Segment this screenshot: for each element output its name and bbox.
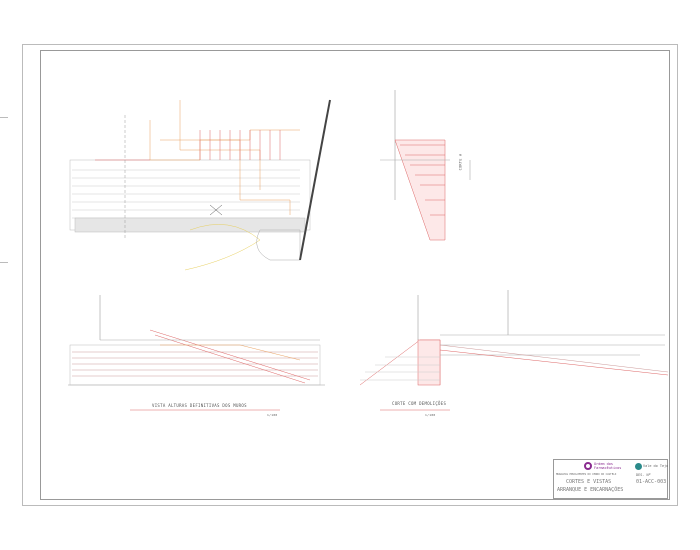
scale-label: 1/100 [425,413,436,417]
section-a [380,90,471,241]
section-label: CORTE A [458,153,463,171]
view-label-elevation: VISTA ALTURAS DEFINITIVAS DOS MUROS [152,403,247,408]
view-label-demolition: CORTE COM DEMOLIÇÕES [392,401,447,406]
scale-label: 1/100 [267,413,278,417]
title-block: Ordem dos Farmacêuticos Vale do Tejo MUR… [553,459,668,499]
sheet-label: DES. Nº [636,473,651,477]
demolition-section [359,290,669,411]
drawing-title-2: ARRANQUE E ENCARNAÇÕES [557,487,624,493]
drawing-frame [40,50,670,500]
client-name: Ordem dos Farmacêuticos [594,462,622,470]
project-name: MURALHAS ENVOLVENTES DO CERRO DO CASTELO [556,473,617,476]
brand-logo-icon [635,463,642,470]
client-logo-icon [584,462,592,470]
plan-view [69,99,331,271]
margin-mark [0,117,8,118]
sheet-code: 01-ACC-003 [636,479,667,485]
drawing-title-1: CORTES E VISTAS [566,479,612,485]
elevation-view [68,295,325,411]
margin-mark [0,262,8,263]
drawing-sheet [22,44,678,506]
brand-name: Vale do Tejo [643,464,669,468]
